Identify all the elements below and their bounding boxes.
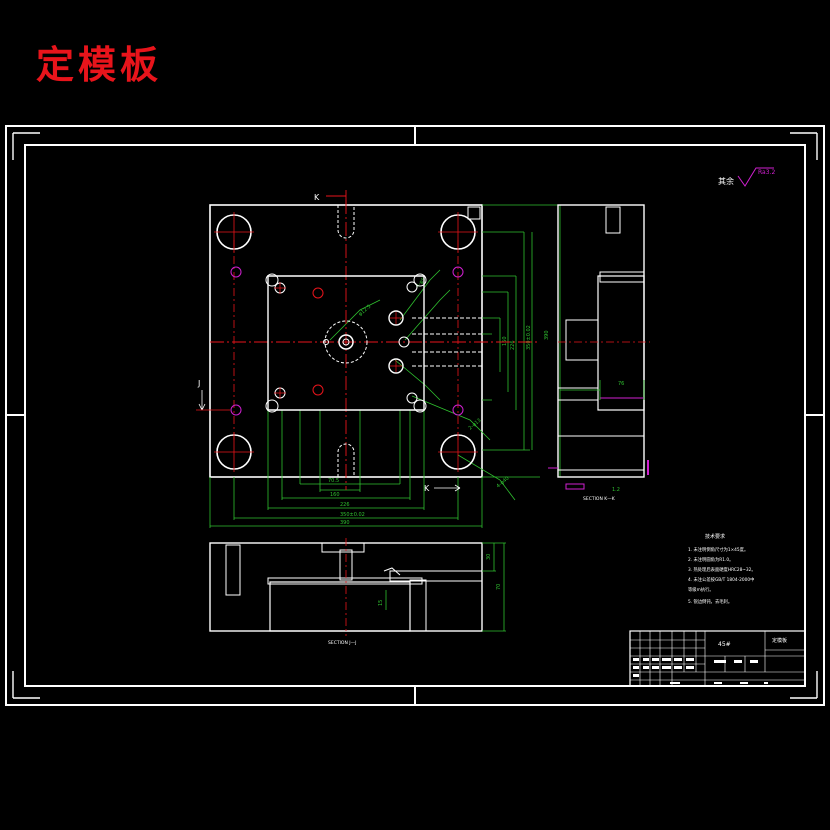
svg-text:3. 热处理后表面硬度HRC28~32。: 3. 热处理后表面硬度HRC28~32。	[688, 566, 756, 573]
svg-text:Ra3.2: Ra3.2	[758, 169, 775, 176]
svg-text:等级m执行。: 等级m执行。	[688, 586, 714, 593]
svg-text:φ12.5: φ12.5	[357, 304, 372, 318]
technical-requirements: 技术要求 1. 未注明倒角尺寸为1×45度。 2. 未注明圆角为R1.0。 3.…	[688, 533, 756, 605]
section-jj-label: SECTION J—J	[328, 640, 356, 646]
svg-text:350±0.02: 350±0.02	[526, 325, 532, 350]
svg-text:4-φ5: 4-φ5	[415, 277, 427, 290]
svg-text:4-φ40: 4-φ40	[495, 476, 510, 490]
svg-text:15: 15	[378, 600, 384, 606]
plan-view[interactable]: 390 350±0.02 226 160 70.5 390 350±0.02 2…	[196, 190, 561, 528]
screw-holes	[230, 266, 464, 416]
svg-text:226: 226	[510, 340, 516, 350]
svg-text:1.2: 1.2	[612, 487, 620, 493]
svg-text:390: 390	[544, 330, 550, 340]
svg-text:30: 30	[486, 554, 492, 560]
title-block: 45# 定模板	[629, 630, 806, 687]
section-j-label: J	[197, 379, 200, 388]
svg-text:160: 160	[330, 492, 340, 498]
svg-text:390: 390	[340, 520, 350, 526]
svg-text:226: 226	[340, 502, 350, 508]
svg-text:2. 未注明圆角为R1.0。: 2. 未注明圆角为R1.0。	[688, 556, 733, 563]
svg-text:其余: 其余	[718, 176, 734, 186]
svg-text:160: 160	[502, 336, 508, 346]
material-label: 45#	[718, 641, 731, 648]
svg-text:70: 70	[496, 584, 502, 590]
svg-text:350±0.02: 350±0.02	[340, 512, 365, 518]
svg-text:5. 锐边倒钝，去毛刺。: 5. 锐边倒钝，去毛刺。	[688, 598, 732, 605]
drawing-title: 定模板	[36, 42, 163, 87]
part-name-label: 定模板	[772, 637, 787, 644]
section-kk-label: SECTION K—K	[583, 496, 616, 502]
section-k-top-label: K	[314, 193, 320, 202]
svg-text:76: 76	[618, 381, 624, 387]
side-section-view[interactable]: 76 1.2 SECTION K—K	[548, 204, 650, 502]
svg-text:70.5: 70.5	[328, 478, 339, 484]
svg-text:4. 未注公差按GB/T 1804-2000中: 4. 未注公差按GB/T 1804-2000中	[688, 576, 754, 583]
section-k-bottom-label: K	[424, 484, 430, 493]
svg-text:技术要求: 技术要求	[705, 533, 725, 540]
drawing-frame	[5, 125, 825, 706]
roughness-symbol: 其余 Ra3.2	[718, 167, 775, 187]
svg-text:1. 未注明倒角尺寸为1×45度。: 1. 未注明倒角尺寸为1×45度。	[688, 546, 748, 553]
front-section-view[interactable]: 70 30 15 SECTION J—J	[209, 538, 506, 646]
